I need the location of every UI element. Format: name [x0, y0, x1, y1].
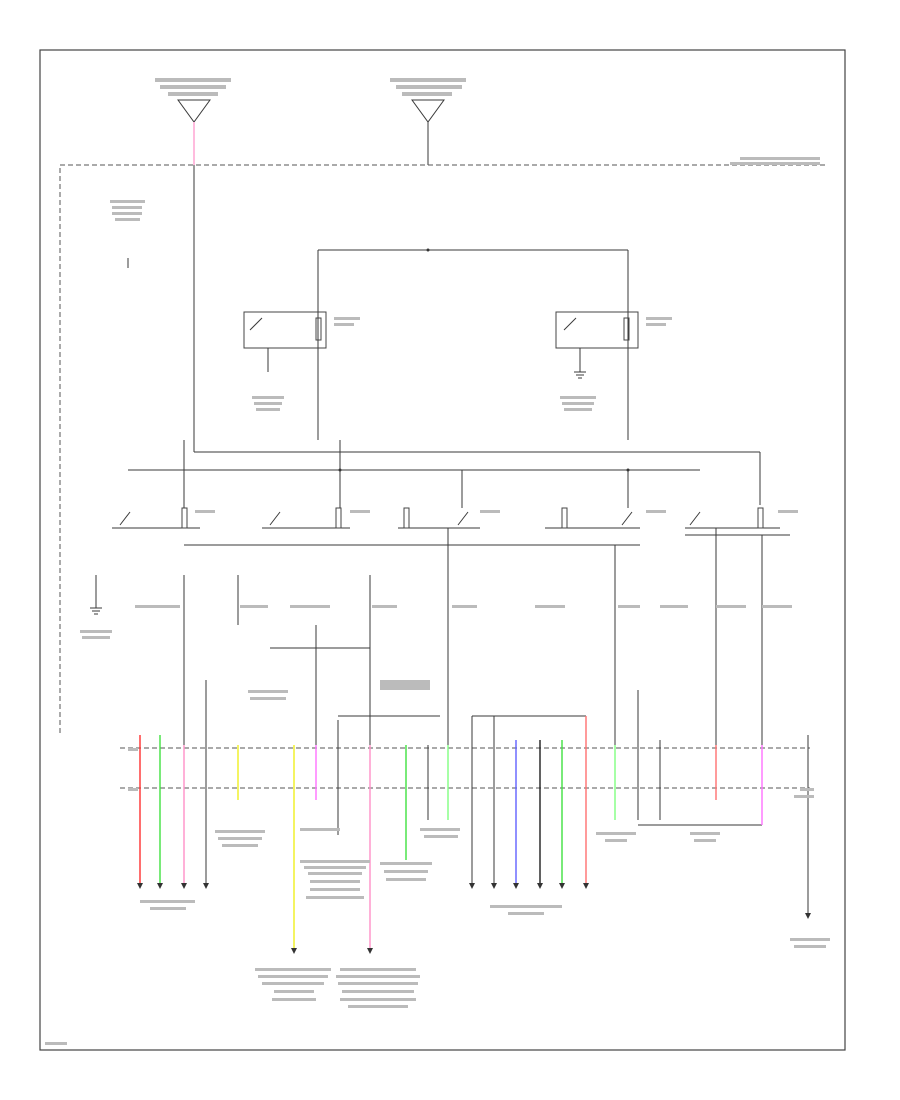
ground-icon — [90, 607, 102, 615]
diagram-frame — [39, 49, 846, 1051]
fuse-source-right — [411, 99, 445, 123]
illegible-labels — [45, 78, 830, 1045]
relay-coil-icon — [315, 317, 322, 341]
arrow-down-icon — [137, 883, 811, 954]
junction-block-boundary — [59, 164, 825, 735]
harness-wires — [139, 680, 809, 950]
fuse-source-left — [177, 99, 211, 123]
switch-contact-icon — [249, 317, 263, 331]
upper-relay-1 — [243, 311, 327, 372]
lower-relay-row — [112, 440, 780, 529]
upper-relay-2 — [555, 311, 639, 379]
